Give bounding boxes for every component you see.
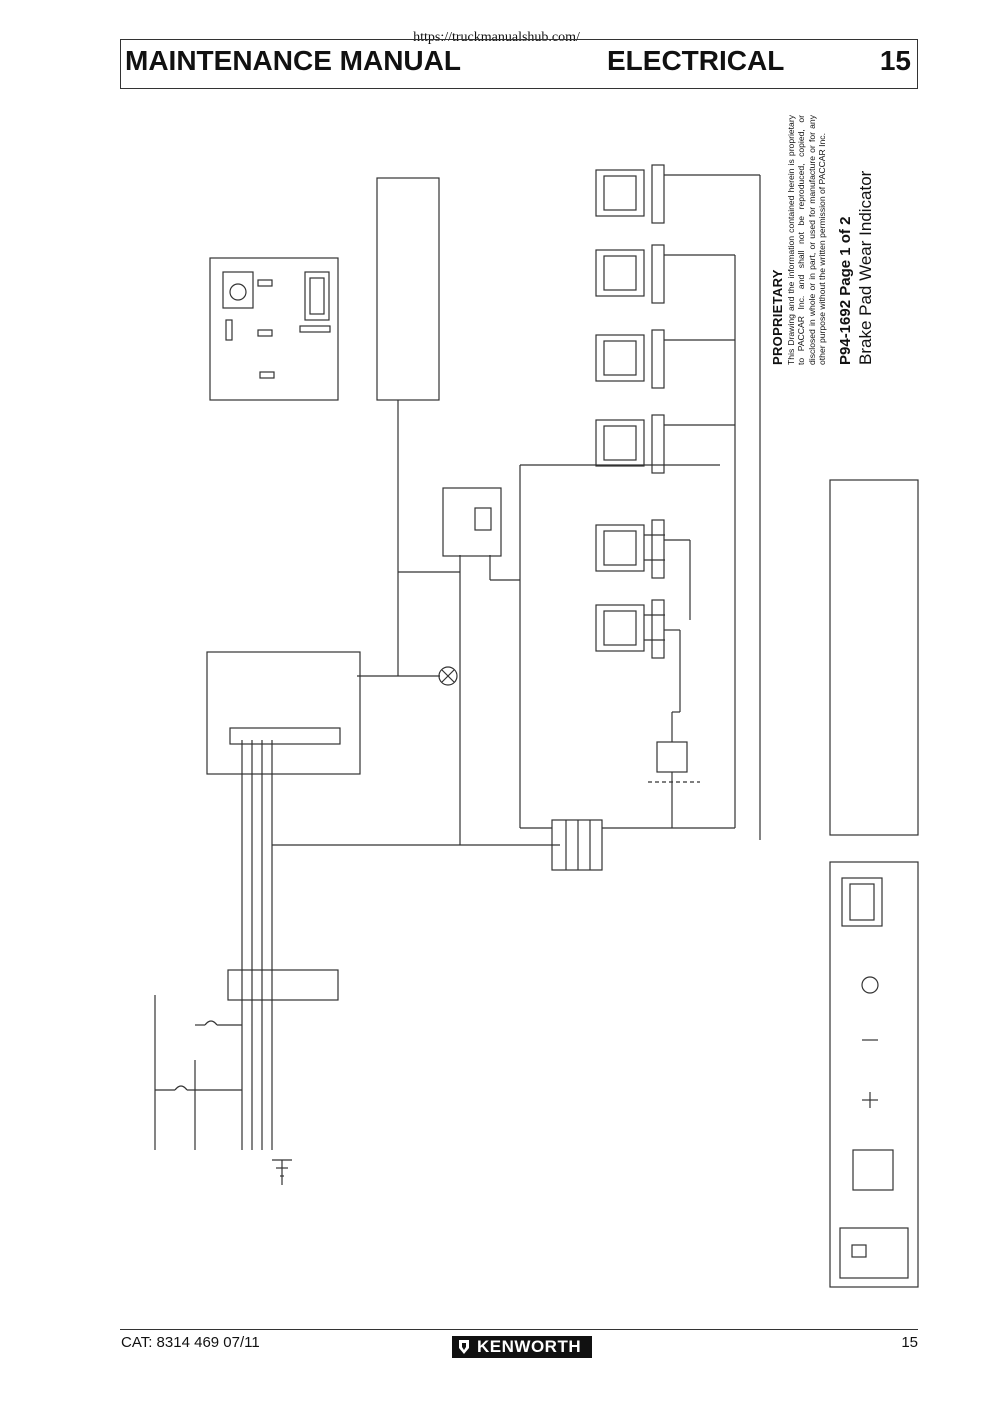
footer-divider: [120, 1329, 918, 1330]
chapter-number: 15: [879, 45, 911, 76]
drive-axle-right-sensor: [595, 414, 665, 474]
brand-name: KENWORTH: [477, 1337, 582, 1356]
symbol-legend: [829, 861, 919, 1288]
kenworth-emblem-icon: [455, 1338, 473, 1356]
proprietary-text: This Drawing and the information contain…: [786, 115, 828, 365]
source-url: https://truckmanualshub.com/: [413, 30, 580, 45]
section-title: ELECTRICAL: [607, 45, 785, 76]
additional-axle-right-sensor: [595, 244, 665, 304]
console-connector: [551, 819, 603, 871]
proprietary-notice: PROPRIETARY This Drawing and the informa…: [770, 115, 920, 365]
settings-box: [376, 177, 440, 401]
manual-title: MAINTENANCE MANUAL: [125, 45, 461, 76]
drawing-id: P94-1692 Page 1 of 2: [836, 216, 854, 365]
page-number: 15: [901, 1334, 918, 1351]
page-header: MAINTENANCE MANUAL ELECTRICAL 15: [120, 39, 918, 89]
steer-axle-left-sensor: [595, 519, 665, 579]
wire-colours-legend: [829, 479, 919, 836]
kenworth-logo: KENWORTH: [452, 1336, 592, 1358]
drive-axle-left-sensor: [595, 329, 665, 389]
timer-relay-module: [209, 257, 339, 401]
steer-axle-right-sensor: [595, 599, 665, 659]
additional-axle-left-sensor: [595, 164, 665, 224]
front-chassis-connector: [656, 741, 688, 773]
drawing-name: Brake Pad Wear Indicator: [855, 170, 875, 365]
catalog-number: CAT: 8314 469 07/11: [121, 1334, 260, 1351]
proprietary-title: PROPRIETARY: [770, 269, 785, 365]
tachometer-gauge: [206, 651, 361, 775]
